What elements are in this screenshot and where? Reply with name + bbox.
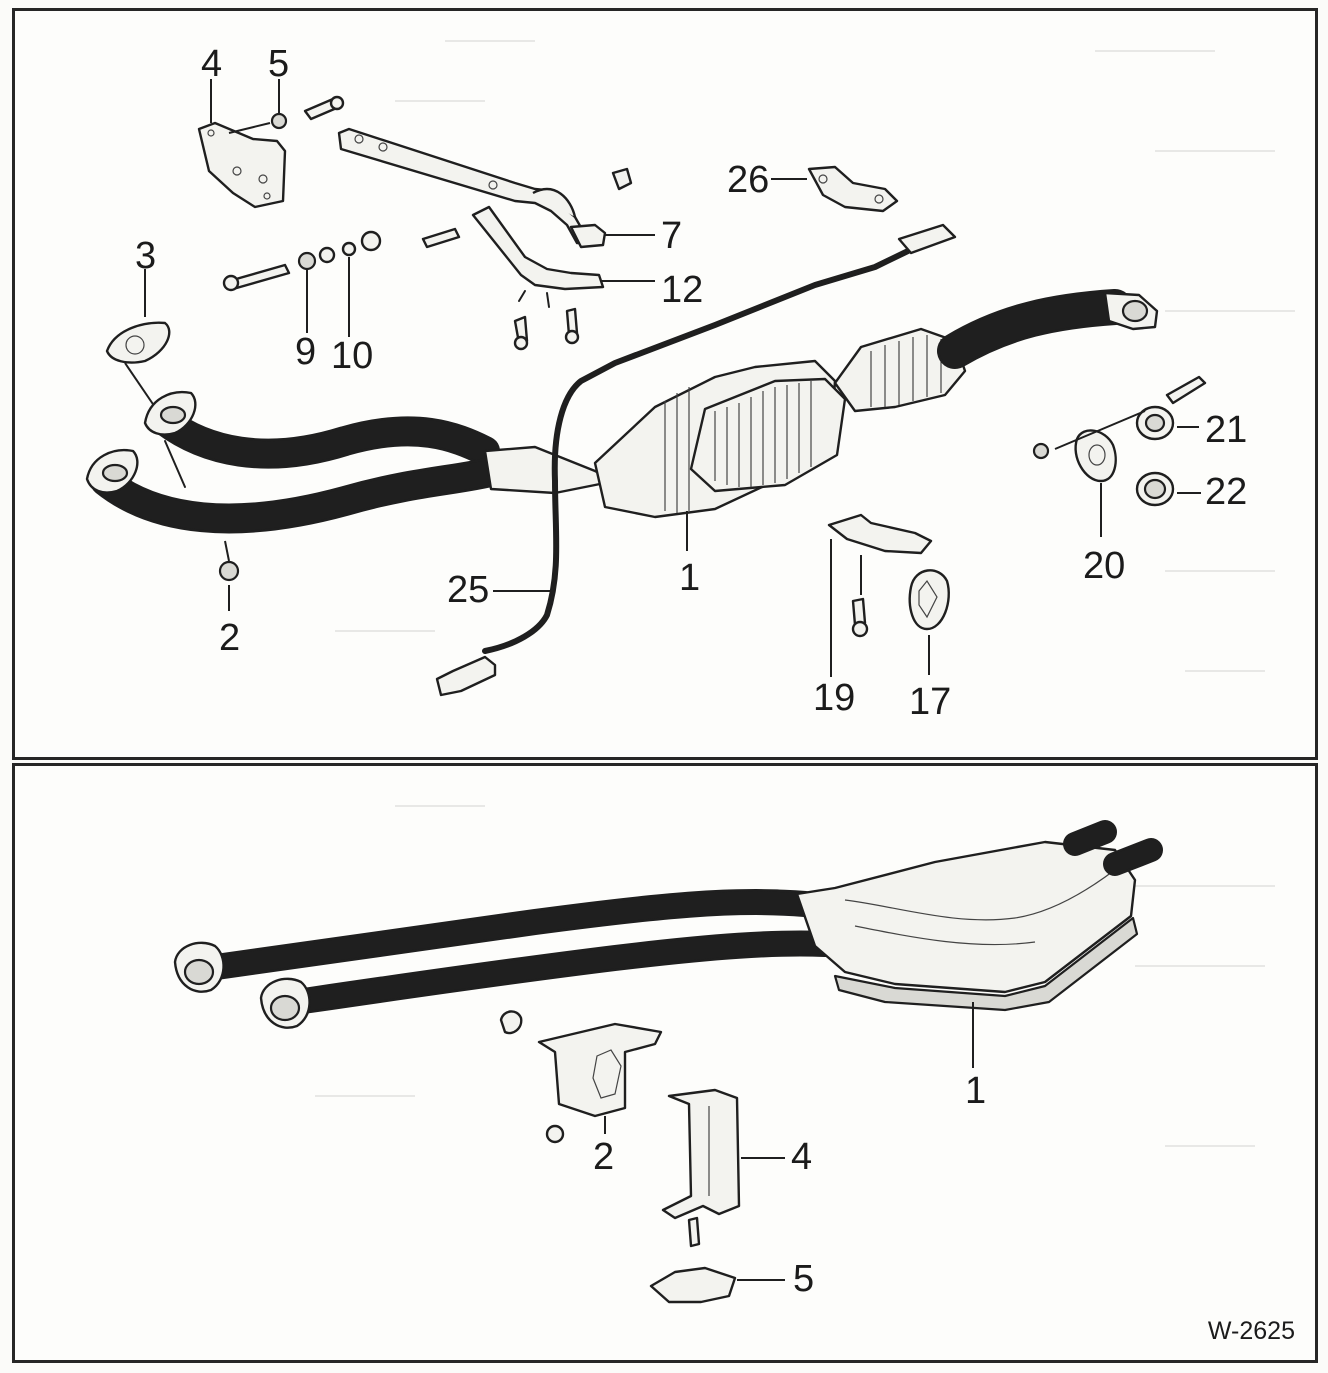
front-exhaust-panel: 4 5 26 3 7 12 9 10 21 22 20 1 25 2 19 17	[12, 8, 1318, 760]
callout-9: 9	[295, 331, 317, 373]
callout-22: 22	[1205, 471, 1248, 513]
callout-26: 26	[727, 159, 770, 201]
rear-muffler-drawing	[173, 805, 1275, 1304]
callout-17: 17	[909, 681, 952, 723]
callout-5: 5	[793, 1258, 815, 1300]
callout-5: 5	[268, 43, 290, 85]
part-4-bracket	[661, 1088, 785, 1248]
part-5-clip	[649, 1266, 785, 1304]
callout-1: 1	[965, 1070, 987, 1112]
part-9-10-fasteners	[222, 230, 382, 337]
callout-4: 4	[201, 43, 223, 85]
rear-muffler-panel: 1 2 4 5 W-2625	[12, 763, 1318, 1363]
part-19-17-hangers	[827, 513, 950, 677]
part-20-21-22-gaskets	[1032, 375, 1207, 537]
part-4-bracket	[197, 79, 287, 209]
rear-muffler-part-1	[795, 820, 1163, 1068]
callout-4: 4	[791, 1136, 813, 1178]
callout-3: 3	[135, 235, 157, 277]
front-downpipes	[85, 390, 510, 534]
callout-21: 21	[1205, 409, 1248, 451]
mounting-strap	[337, 127, 587, 245]
callout-2: 2	[593, 1136, 615, 1178]
part-25-oxygen-sensor	[435, 223, 957, 697]
part-7-clamp	[569, 167, 655, 249]
callout-7: 7	[661, 215, 683, 257]
drawing-reference-code: W-2625	[1207, 1317, 1295, 1345]
callout-19: 19	[813, 677, 856, 719]
scan-bleed-through	[335, 40, 1295, 672]
callout-10: 10	[331, 335, 374, 377]
callout-20: 20	[1083, 545, 1126, 587]
front-exhaust-drawing	[85, 40, 1295, 697]
part-2-hanger	[499, 1010, 663, 1144]
part-2-nut	[218, 540, 240, 611]
part-1-catalytic-converter	[483, 289, 1159, 551]
part-12-bracket	[421, 205, 655, 351]
callout-25: 25	[447, 569, 490, 611]
callout-12: 12	[661, 269, 704, 311]
part-3-gasket	[105, 269, 171, 414]
callout-2: 2	[219, 617, 241, 659]
intermediate-pipes	[173, 889, 838, 1029]
scan-bleed-through	[315, 805, 1275, 1147]
callout-1: 1	[679, 557, 701, 599]
part-26-bracket	[771, 165, 899, 213]
part-5-nut-bolt	[270, 79, 345, 130]
